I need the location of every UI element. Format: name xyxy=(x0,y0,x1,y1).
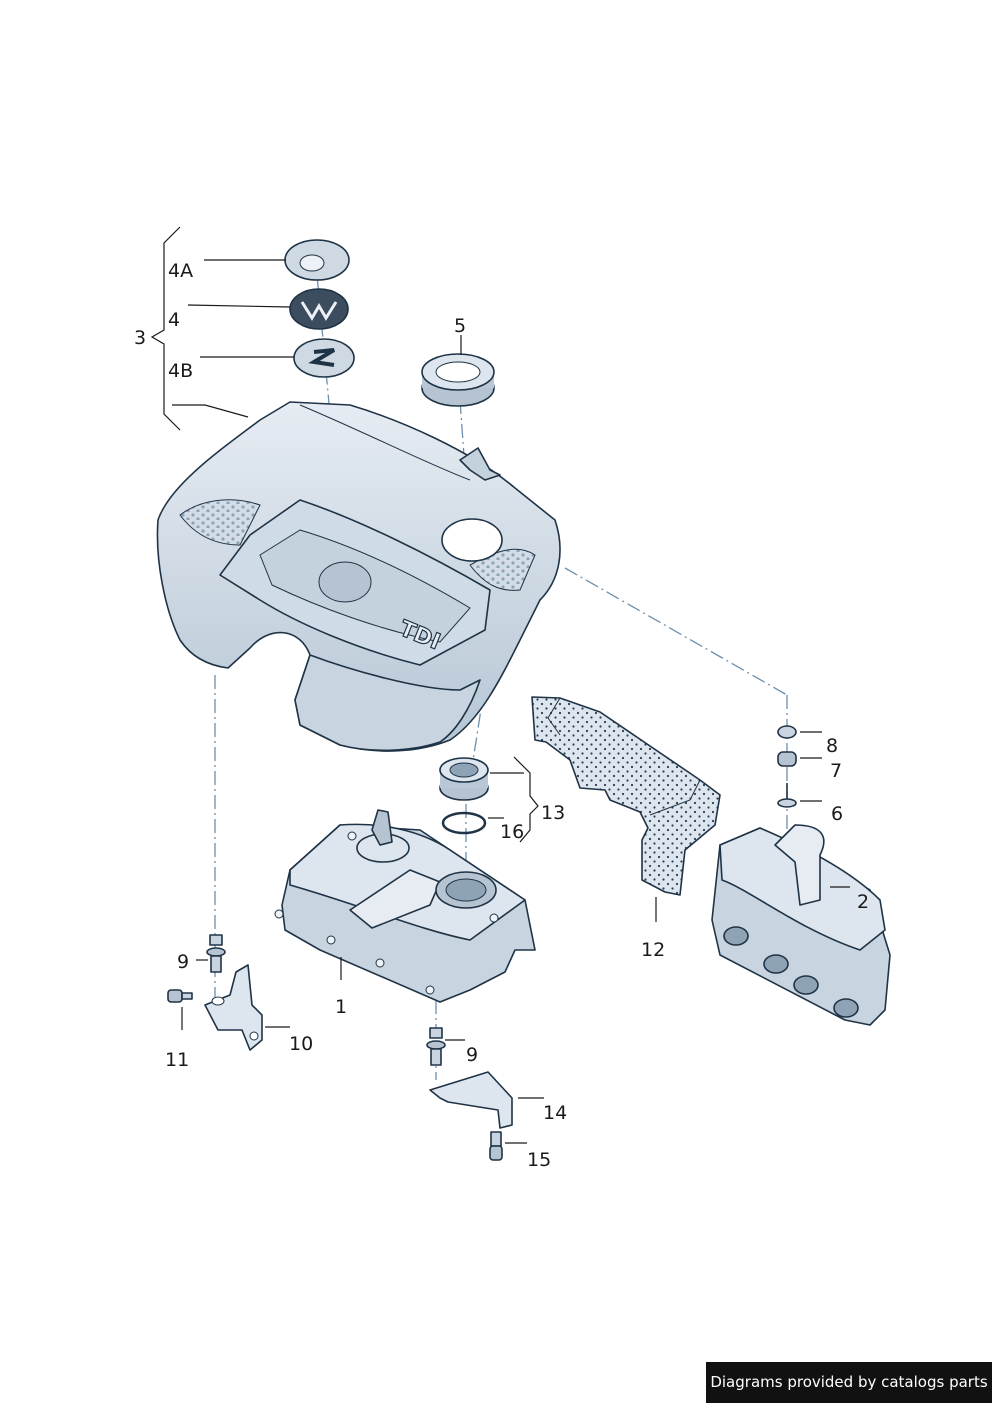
label-11: 11 xyxy=(165,1049,189,1071)
mount-8 xyxy=(777,725,797,739)
label-10: 10 xyxy=(289,1033,313,1055)
label-13: 13 xyxy=(541,802,565,824)
callout-labels: 3 4A 4 4B 5 8 7 6 2 12 13 16 1 9 10 11 9… xyxy=(134,260,869,1171)
label-3: 3 xyxy=(134,327,146,349)
intake-manifold xyxy=(711,824,891,1026)
label-14: 14 xyxy=(543,1102,567,1124)
label-7: 7 xyxy=(830,760,842,782)
label-8: 8 xyxy=(826,735,838,757)
footer-credit: Diagrams provided by catalogs parts xyxy=(706,1362,992,1403)
bolt-11 xyxy=(167,989,193,1003)
bracket-10 xyxy=(204,964,263,1051)
engine-cover: TDI xyxy=(156,401,561,752)
label-15: 15 xyxy=(527,1149,551,1171)
label-5: 5 xyxy=(454,315,466,337)
label-1: 1 xyxy=(335,996,347,1018)
label-6: 6 xyxy=(831,803,843,825)
label-16: 16 xyxy=(500,821,524,843)
emblem-4b xyxy=(293,338,355,378)
stud-6 xyxy=(777,783,797,808)
grommet-5 xyxy=(421,353,495,407)
bracket-14 xyxy=(429,1071,513,1129)
bolt-9-center xyxy=(426,1027,446,1066)
label-4: 4 xyxy=(168,309,180,331)
emblem-4 xyxy=(289,288,349,330)
emblem-4a xyxy=(284,239,350,281)
heat-shield-12 xyxy=(531,696,721,896)
label-9-center: 9 xyxy=(466,1044,478,1066)
label-4b: 4B xyxy=(168,360,193,382)
bolt-9-left xyxy=(206,934,226,973)
o-ring-16 xyxy=(441,811,487,835)
label-9-left: 9 xyxy=(177,951,189,973)
grommet-13 xyxy=(439,757,489,801)
label-4a: 4A xyxy=(168,260,193,282)
leader-lines xyxy=(150,226,850,1144)
label-2: 2 xyxy=(857,891,869,913)
bolt-15 xyxy=(489,1131,503,1161)
rubber-buffer-7 xyxy=(777,751,797,767)
cylinder-head-cover xyxy=(274,809,536,1003)
label-12: 12 xyxy=(641,939,665,961)
